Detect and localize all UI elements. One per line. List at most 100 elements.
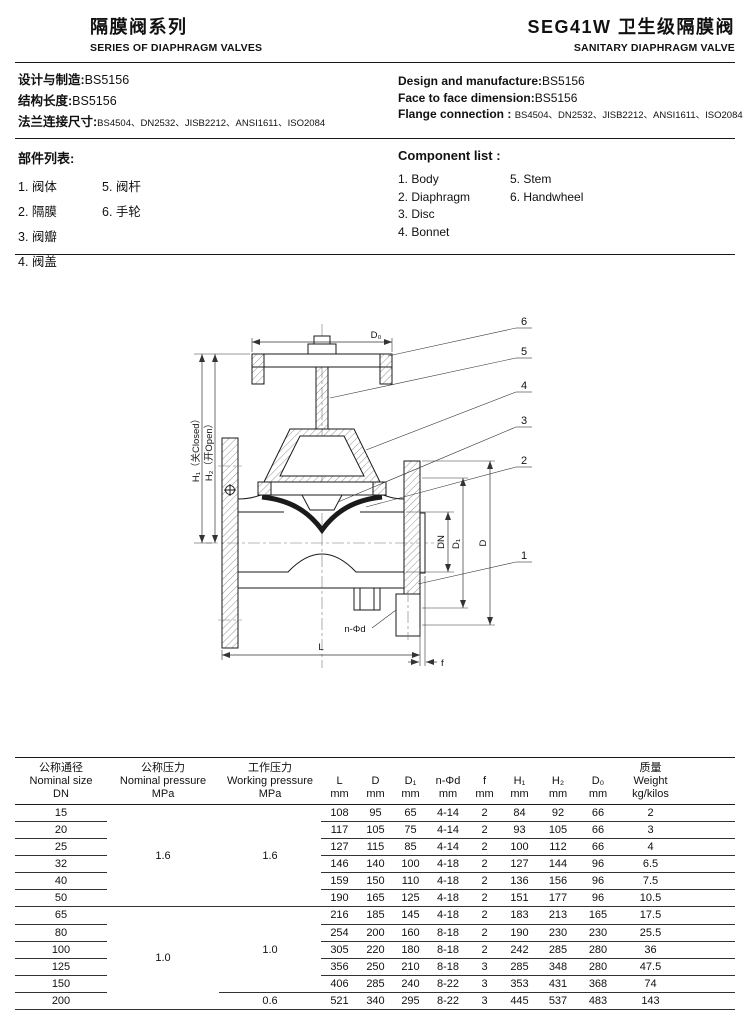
dim-label-h1: H₁（关Closed） bbox=[190, 414, 202, 482]
callout-4: 4 bbox=[521, 380, 527, 392]
table-cell: 84 bbox=[501, 804, 538, 823]
table-cell: 185 bbox=[358, 906, 393, 925]
component-list-title-cn: 部件列表: bbox=[18, 151, 75, 166]
table-cell: 32 bbox=[15, 855, 107, 874]
table-cell: 295 bbox=[393, 992, 428, 1011]
table-cell: 285 bbox=[358, 975, 393, 993]
table-cell: 431 bbox=[538, 975, 578, 993]
spec-value: BS4504、DN2532、JISB2212、ANSI1611、ISO2084 bbox=[97, 118, 326, 129]
body-drawing bbox=[218, 437, 426, 649]
table-cell: 127 bbox=[321, 838, 358, 857]
table-cell: 200 bbox=[358, 924, 393, 942]
table-cell: 100 bbox=[393, 855, 428, 874]
table-cell: 254 bbox=[321, 924, 358, 942]
table-cell: 4-18 bbox=[428, 889, 468, 908]
part-callouts: 6 5 4 3 2 1 bbox=[329, 316, 532, 585]
table-cell: 242 bbox=[501, 941, 538, 959]
spec-label: Design and manufacture: bbox=[398, 74, 543, 88]
table-cell: 40 bbox=[15, 872, 107, 891]
table-cell: 85 bbox=[393, 838, 428, 857]
table-cell: 127 bbox=[501, 855, 538, 874]
table-cell: 115 bbox=[358, 838, 393, 857]
table-cell: 340 bbox=[358, 992, 393, 1011]
spec-value: BS5156 bbox=[534, 90, 578, 105]
table-cell: 7.5 bbox=[618, 872, 735, 891]
table-cell: 1.6 bbox=[219, 804, 321, 908]
table-cell: 4-14 bbox=[428, 838, 468, 857]
stem-drawing bbox=[315, 366, 329, 430]
table-cell: 2 bbox=[468, 889, 501, 908]
spec-value: BS5156 bbox=[72, 94, 117, 108]
dim-label-d1: D₁ bbox=[451, 539, 462, 549]
table-cell: 250 bbox=[358, 958, 393, 976]
table-cell: 17.5 bbox=[618, 906, 735, 925]
model-title: SEG41W 卫生级隔膜阀 bbox=[527, 17, 735, 37]
component-item: 4. Bonnet bbox=[398, 224, 450, 239]
dim-label-nd: n-Φd bbox=[344, 624, 365, 635]
table-cell: 136 bbox=[501, 872, 538, 891]
table-cell: 117 bbox=[321, 821, 358, 840]
bonnet-drawing bbox=[257, 428, 387, 496]
spec-line: 设计与制造:BS5156 bbox=[18, 70, 325, 91]
table-cell: 356 bbox=[321, 958, 358, 976]
table-cell: 521 bbox=[321, 992, 358, 1011]
table-cell: 66 bbox=[578, 804, 618, 823]
table-cell: 125 bbox=[393, 889, 428, 908]
table-cell: 2 bbox=[468, 821, 501, 840]
table-cell: 213 bbox=[538, 906, 578, 925]
table-cell: 8-22 bbox=[428, 975, 468, 993]
component-item: 4. 阀盖 bbox=[18, 255, 57, 269]
table-cell: 3 bbox=[468, 975, 501, 993]
table-cell: 280 bbox=[578, 958, 618, 976]
table-cell: 144 bbox=[538, 855, 578, 874]
dim-label-d: D bbox=[478, 539, 489, 546]
table-cell: 4-18 bbox=[428, 872, 468, 891]
disc-drawing bbox=[301, 494, 343, 511]
table-cell: 108 bbox=[321, 804, 358, 823]
table-cell: 75 bbox=[393, 821, 428, 840]
table-cell: 220 bbox=[358, 941, 393, 959]
callout-2: 2 bbox=[521, 455, 527, 467]
table-cell: 146 bbox=[321, 855, 358, 874]
specs-cn: 设计与制造:BS5156 结构长度:BS5156 法兰连接尺寸:BS4504、D… bbox=[18, 70, 325, 134]
table-cell: 165 bbox=[358, 889, 393, 908]
spec-value: BS5156 bbox=[542, 74, 585, 88]
table-cell: 216 bbox=[321, 906, 358, 925]
table-cell: 3 bbox=[618, 821, 735, 840]
table-cell: 285 bbox=[501, 958, 538, 976]
table-cell: 74 bbox=[618, 975, 735, 993]
component-item: 6. Handwheel bbox=[510, 189, 584, 204]
table-cell: 210 bbox=[393, 958, 428, 976]
component-item: 6. 手轮 bbox=[102, 205, 141, 219]
table-cell: 50 bbox=[15, 889, 107, 908]
table-cell: 2 bbox=[468, 906, 501, 925]
table-cell: 92 bbox=[538, 804, 578, 823]
table-cell: 406 bbox=[321, 975, 358, 993]
table-cell: 65 bbox=[15, 906, 107, 925]
dim-label-dn: DN bbox=[436, 535, 447, 549]
table-cell: 8-18 bbox=[428, 958, 468, 976]
table-cell: 20 bbox=[15, 821, 107, 840]
table-cell: 15 bbox=[15, 804, 107, 823]
table-cell: 105 bbox=[358, 821, 393, 840]
dim-label-d0: D₀ bbox=[371, 330, 382, 341]
table-cell: 145 bbox=[393, 906, 428, 925]
component-item: 1. 阀体 bbox=[18, 180, 57, 194]
